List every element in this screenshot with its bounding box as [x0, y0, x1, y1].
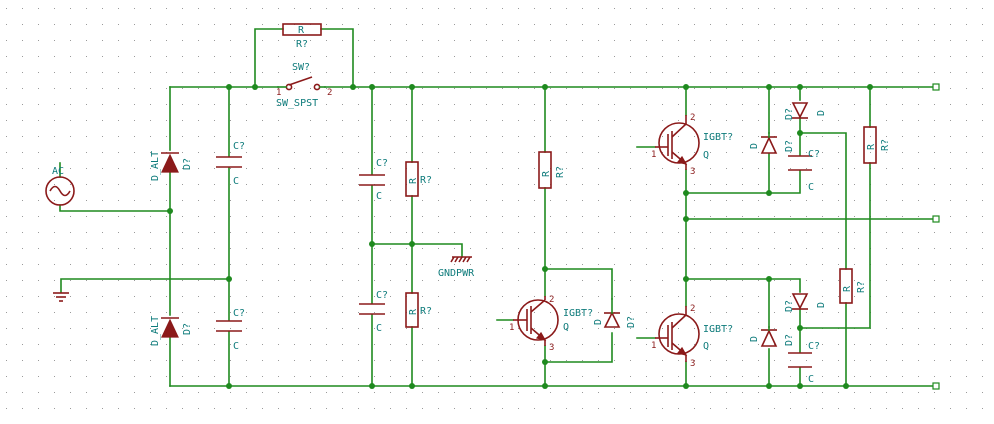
c3-value: C — [376, 191, 382, 202]
q2-pin-3: 3 — [690, 167, 695, 177]
c2-ref: C? — [233, 308, 245, 319]
d1-ref: D — [593, 319, 604, 325]
q1-pin-3: 3 — [549, 343, 554, 353]
resistor-r2[interactable]: R R? — [405, 161, 432, 197]
lower-freewheel-diode-d4[interactable]: D D? — [749, 326, 795, 347]
q2-ref: IGBT? — [703, 132, 733, 143]
resistor-r6[interactable]: R R? — [839, 268, 867, 304]
d4-ref: D — [749, 336, 760, 342]
lower-snubber-diode-d5[interactable]: D? D — [784, 293, 827, 312]
grid-dots — [6, 8, 983, 409]
lower-diode-ref: D_ALT — [150, 316, 161, 346]
d1-value: D? — [626, 316, 637, 328]
capacitor-c6[interactable]: C? C — [788, 341, 820, 385]
gndpwr-label: GNDPWR — [438, 268, 475, 279]
capacitor-c1[interactable]: C? C — [216, 141, 245, 187]
top-resistor-value: R? — [296, 39, 308, 50]
r4-value: R? — [555, 166, 566, 178]
q1-pin-2: 2 — [549, 295, 554, 305]
d3-ref: D — [816, 110, 827, 116]
q3-pin-1: 1 — [651, 341, 656, 351]
upper-rectifier-diode[interactable]: D_ALT D? — [150, 151, 193, 181]
freewheel-diode-d1[interactable]: D D? — [593, 298, 637, 328]
c1-value: C — [233, 176, 239, 187]
q1-pin-1: 1 — [509, 323, 514, 333]
gndpwr-symbol: GNDPWR — [438, 256, 475, 279]
d2-value: D? — [784, 140, 795, 152]
q2-value: Q — [703, 150, 709, 161]
c4-value: C — [376, 323, 382, 334]
resistor-r5[interactable]: R R? — [863, 126, 891, 164]
c6-value: C — [808, 374, 814, 385]
upper-snubber-diode-d3[interactable]: D? D — [784, 102, 827, 120]
igbt-q1[interactable]: IGBT? Q 1 2 3 — [509, 295, 593, 353]
d5-value: D? — [784, 300, 795, 312]
q2-pin-2: 2 — [690, 113, 695, 123]
c5-value: C — [808, 182, 814, 193]
upper-diode-ref: D_ALT — [150, 151, 161, 181]
q3-pin-2: 2 — [690, 304, 695, 314]
ac-source-label: AC — [52, 166, 64, 177]
capacitor-c3[interactable]: C? C — [359, 158, 388, 202]
c6-ref: C? — [808, 341, 820, 352]
lower-rectifier-diode[interactable]: D_ALT D? — [150, 316, 193, 346]
output-terminals[interactable] — [932, 83, 940, 390]
top-resistor-ref: R — [298, 25, 305, 36]
r2-ref: R — [408, 177, 419, 184]
q1-ref: IGBT? — [563, 308, 593, 319]
switch-ref: SW? — [292, 62, 310, 73]
r3-ref: R — [408, 308, 419, 315]
r6-value: R? — [856, 281, 867, 293]
resistor-r3[interactable]: R R? — [405, 292, 432, 328]
c2-value: C — [233, 341, 239, 352]
c3-ref: C? — [376, 158, 388, 169]
c5-ref: C? — [808, 149, 820, 160]
capacitor-c5[interactable]: C? C — [788, 149, 820, 193]
ground-symbol — [53, 292, 69, 302]
r4-ref: R — [541, 170, 552, 177]
c4-ref: C? — [376, 290, 388, 301]
ac-source[interactable]: AC — [45, 166, 75, 206]
igbt-q2[interactable]: IGBT? Q 1 2 3 — [651, 113, 733, 177]
q3-ref: IGBT? — [703, 324, 733, 335]
capacitor-c4[interactable]: C? C — [359, 290, 388, 334]
junctions — [167, 84, 873, 389]
r5-ref: R — [866, 143, 877, 150]
resistor-r4[interactable]: R R? — [538, 151, 566, 189]
switch-value: SW_SPST — [276, 98, 318, 109]
switch-pin-1: 1 — [276, 88, 281, 98]
d3-value: D? — [784, 108, 795, 120]
capacitor-c2[interactable]: C? C — [216, 308, 245, 352]
d2-ref: D — [749, 143, 760, 149]
q3-value: Q — [703, 341, 709, 352]
r5-value: R? — [880, 139, 891, 151]
upper-diode-value: D? — [182, 158, 193, 170]
q3-pin-3: 3 — [690, 359, 695, 369]
r6-ref: R — [842, 285, 853, 292]
switch-pin-2: 2 — [327, 88, 332, 98]
r2-value: R? — [420, 175, 432, 186]
q1-value: Q — [563, 322, 569, 333]
top-resistor[interactable]: R R? — [282, 23, 322, 50]
q2-pin-1: 1 — [651, 150, 656, 160]
d5-ref: D — [816, 302, 827, 308]
r3-value: R? — [420, 306, 432, 317]
lower-diode-value: D? — [182, 323, 193, 335]
sw-spst-switch[interactable]: SW? SW_SPST 1 2 — [276, 62, 332, 109]
d4-value: D? — [784, 334, 795, 346]
igbt-q3[interactable]: IGBT? Q 1 2 3 — [651, 304, 733, 369]
c1-ref: C? — [233, 141, 245, 152]
upper-freewheel-diode-d2[interactable]: D D? — [749, 132, 795, 154]
